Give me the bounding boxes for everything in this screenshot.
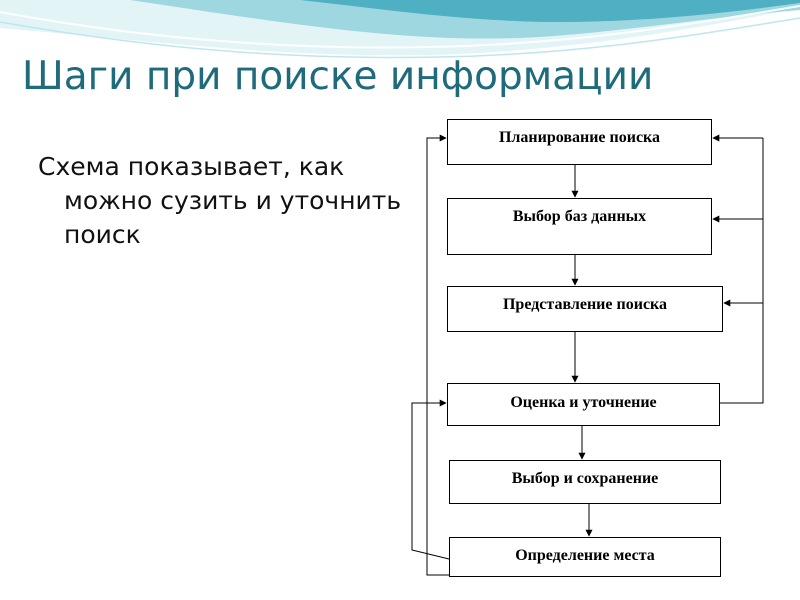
wave-accent-line (0, 17, 800, 59)
step-database-selection: Выбор баз данных (447, 198, 712, 255)
feedback-locate-to-plan (426, 134, 449, 576)
step-search-representation: Представление поиска (447, 286, 723, 332)
step-evaluation-refinement: Оценка и уточнение (447, 383, 720, 426)
slide-title: Шаги при поиске информации (22, 54, 654, 99)
feedback-eval-vertical (720, 138, 764, 404)
feedback-locate-to-eval (411, 399, 450, 560)
wave-layer-dark (300, 0, 800, 22)
header-wave-decoration (0, 0, 800, 59)
step-planning-search: Планирование поиска (447, 119, 712, 165)
slide-description: Схема показывает, как можно сузить и уто… (38, 152, 402, 249)
step-location-determination: Определение места (449, 537, 721, 577)
wave-highlight-line (0, 5, 800, 49)
step-selection-saving: Выбор и сохранение (449, 460, 721, 504)
